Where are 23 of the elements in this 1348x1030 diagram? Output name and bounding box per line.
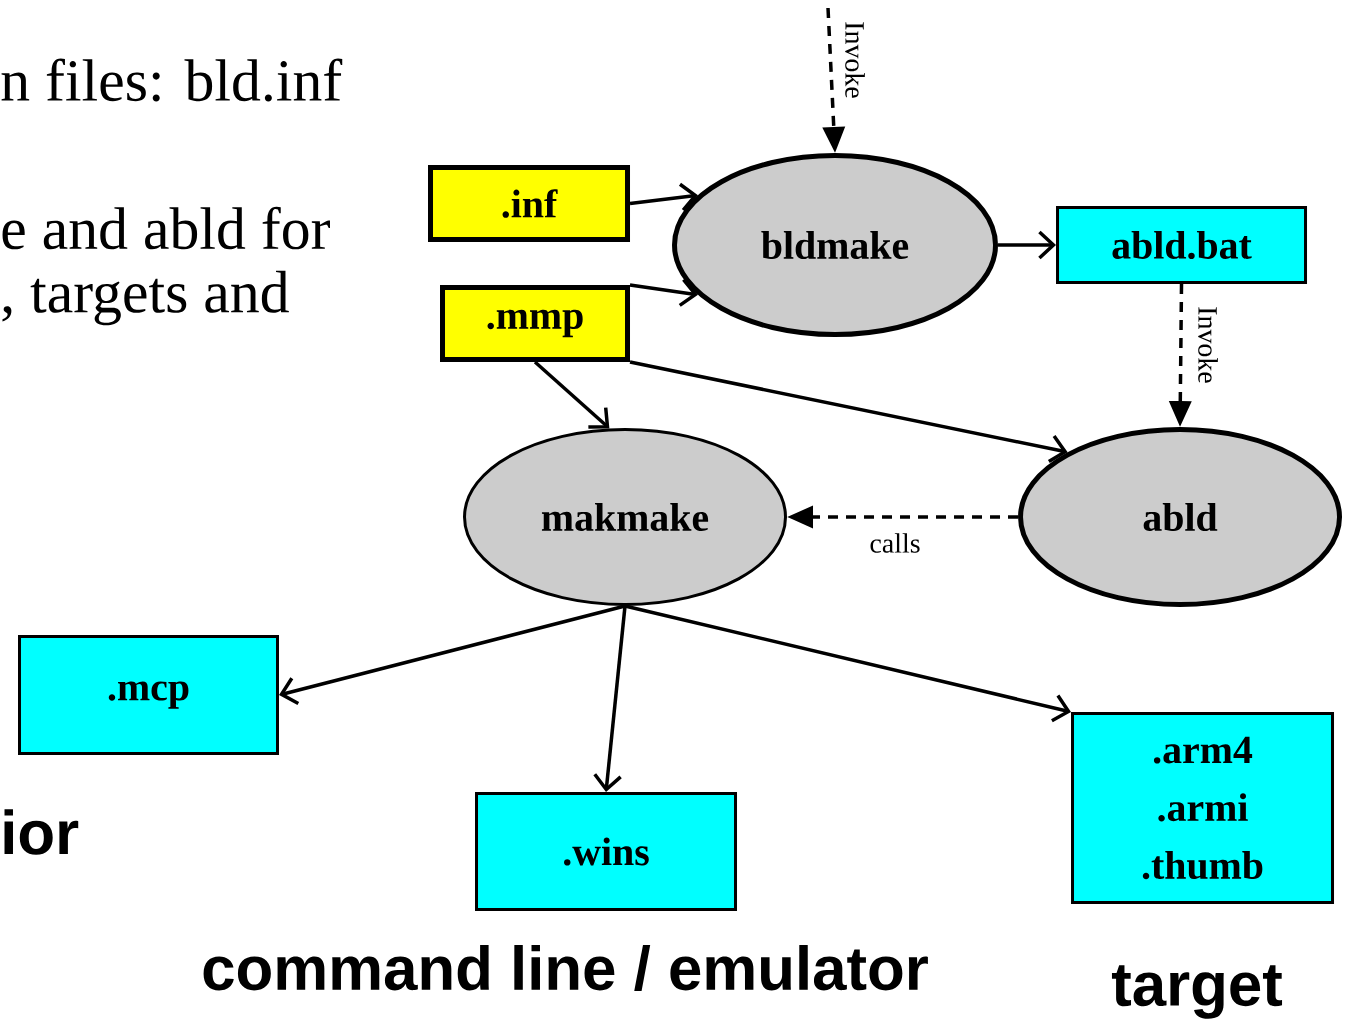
caption-text: ior bbox=[4, 809, 79, 855]
edge-label: calls bbox=[868, 532, 922, 554]
arrow bbox=[629, 278, 699, 307]
arrow bbox=[279, 604, 626, 705]
file-box: .wins bbox=[475, 792, 737, 911]
edge-label: Invoke bbox=[844, 20, 866, 100]
edge-label: Invoke bbox=[1197, 305, 1219, 385]
body-text: e and abld for bbox=[2, 206, 330, 250]
arrow bbox=[998, 230, 1056, 260]
file-box: .mmp bbox=[440, 285, 630, 362]
arrow bbox=[629, 182, 699, 212]
arrow bbox=[629, 360, 1068, 464]
caption-text: command line / emulator bbox=[203, 945, 928, 991]
caption-text: target bbox=[1111, 965, 1283, 1019]
arrow bbox=[533, 360, 610, 429]
arrow bbox=[624, 604, 1071, 723]
arrow bbox=[593, 605, 627, 792]
body-text: , targets and bbox=[2, 270, 289, 326]
file-box: .mcp bbox=[18, 635, 279, 755]
file-box: abld.bat bbox=[1056, 206, 1307, 284]
file-box: .inf bbox=[428, 165, 630, 242]
file-box: .arm4 .armi .thumb bbox=[1071, 712, 1334, 904]
body-text: n files: bld.inf bbox=[1, 58, 343, 102]
